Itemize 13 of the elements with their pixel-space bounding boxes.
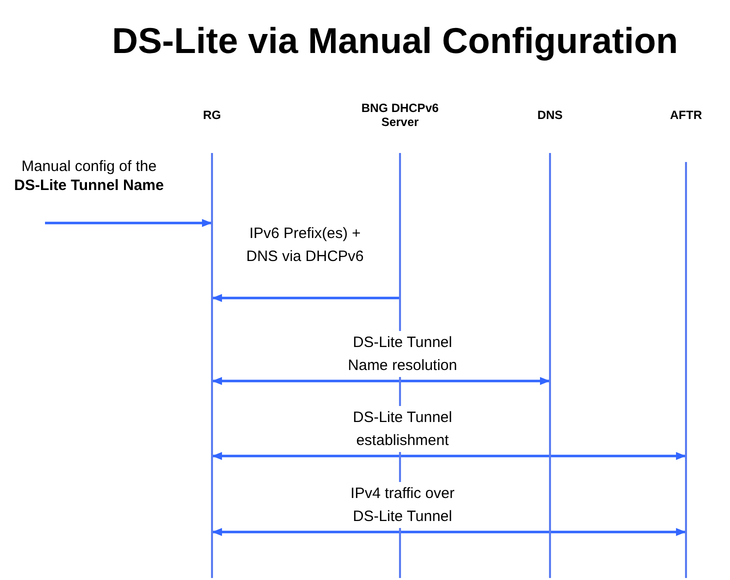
message-arrow — [212, 452, 686, 460]
participant-label: AFTR — [669, 108, 703, 122]
participant-label: RG — [202, 108, 222, 122]
participant-label: DNS — [536, 108, 564, 122]
lifeline — [211, 153, 213, 578]
message-arrow — [212, 528, 686, 536]
lifeline — [549, 153, 551, 578]
message-arrow — [212, 294, 399, 302]
participant-label: BNG DHCPv6 Server — [360, 101, 440, 129]
title: DS-Lite via Manual Configuration — [110, 20, 679, 62]
message-arrow — [45, 219, 212, 227]
message-arrow — [212, 377, 550, 385]
lifeline — [685, 162, 687, 578]
